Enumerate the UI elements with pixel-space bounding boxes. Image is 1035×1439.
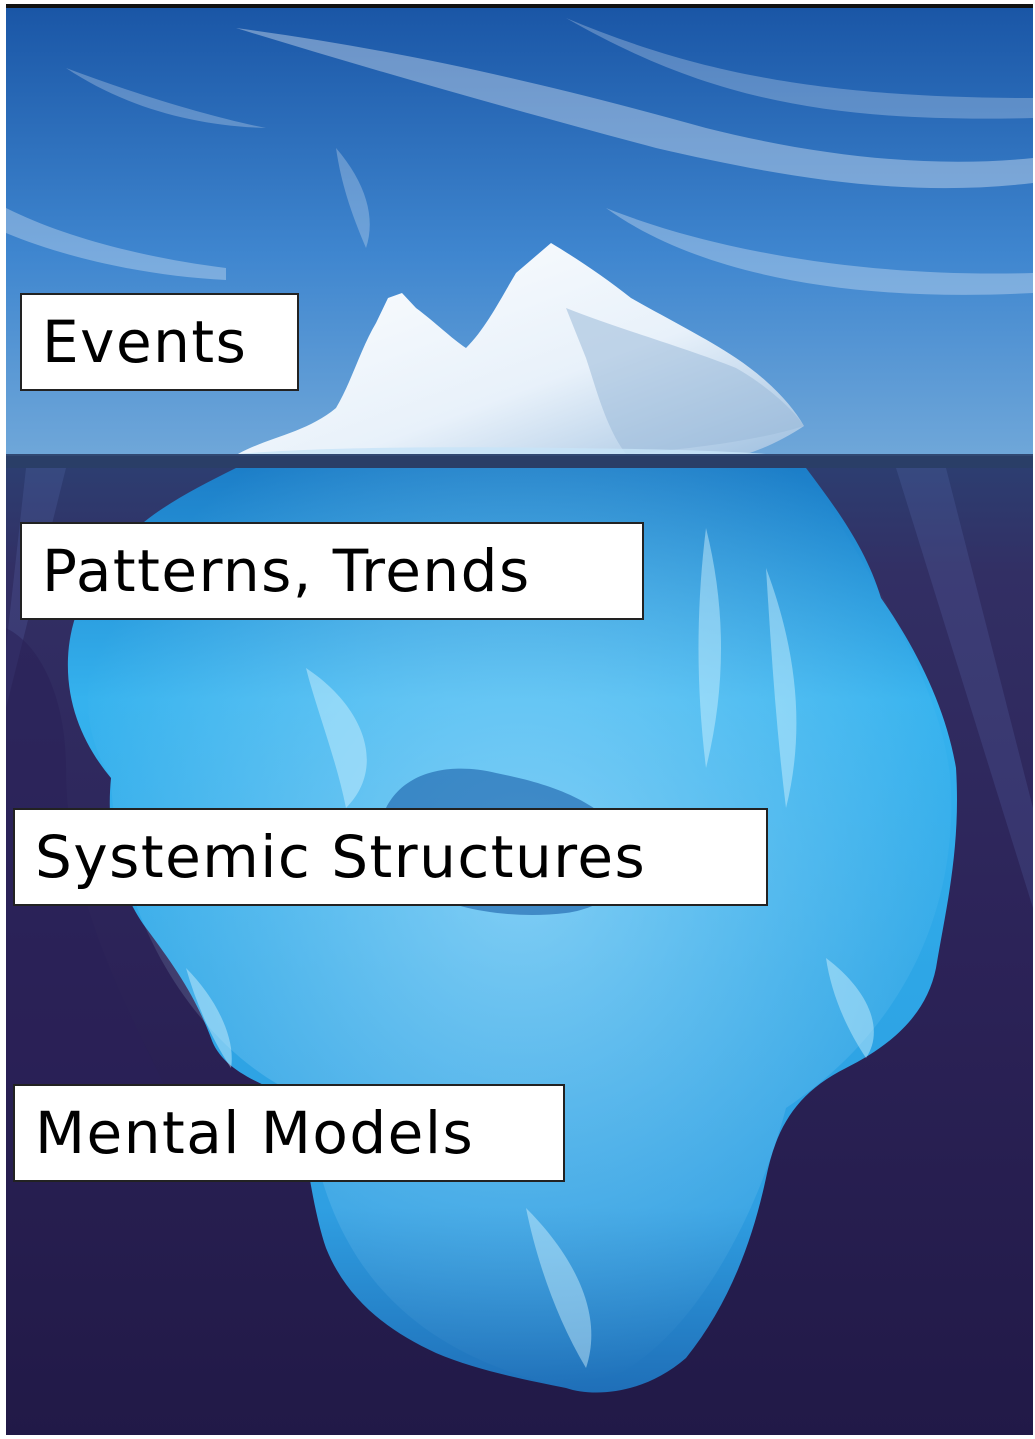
label-mental-models-text: Mental Models: [35, 1099, 475, 1167]
label-events-text: Events: [42, 308, 248, 376]
waterline: [6, 454, 1033, 468]
iceberg-tip-base: [238, 447, 766, 454]
iceberg-tip-shade: [566, 308, 804, 454]
iceberg-glow: [87, 468, 952, 1388]
iceberg-shadow-left: [6, 628, 166, 1088]
label-patterns-trends: Patterns, Trends: [20, 522, 644, 620]
clouds: [6, 18, 1033, 295]
label-systemic-structures-text: Systemic Structures: [35, 823, 647, 891]
label-mental-models: Mental Models: [13, 1084, 565, 1182]
iceberg-diagram: Events Patterns, Trends Systemic Structu…: [6, 4, 1033, 1435]
label-systemic-structures: Systemic Structures: [13, 808, 768, 906]
label-events: Events: [20, 293, 299, 391]
ice-highlights: [186, 528, 874, 1368]
iceberg-illustration: [6, 8, 1033, 1435]
label-patterns-trends-text: Patterns, Trends: [42, 537, 531, 605]
